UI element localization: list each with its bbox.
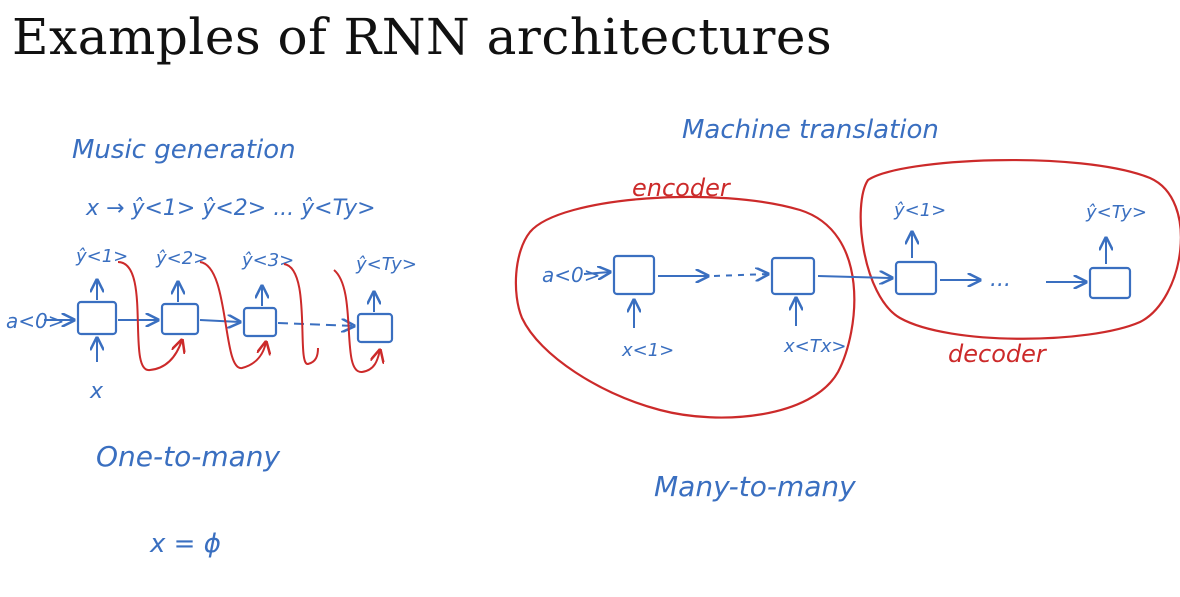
music-generation-heading: Music generation bbox=[72, 135, 296, 165]
decoder-ellipsis: ... bbox=[990, 267, 1011, 292]
feedback-curve bbox=[283, 263, 319, 366]
output-label: ŷ<3> bbox=[241, 250, 294, 271]
recurrent-arrow bbox=[713, 274, 768, 276]
output-label: ŷ<Ty> bbox=[355, 254, 417, 275]
recurrent-arrow bbox=[199, 320, 240, 322]
feedback-curve bbox=[333, 269, 380, 374]
decoder-boundary bbox=[859, 158, 1180, 340]
initial-activation-arrow bbox=[583, 272, 610, 274]
translation-initial-activation: a<0> bbox=[542, 263, 601, 287]
rnn-cell bbox=[356, 312, 394, 344]
x-equals-null-note: x = ϕ bbox=[149, 529, 221, 559]
output-label: ŷ<2> bbox=[155, 248, 208, 269]
one-to-many-caption: One-to-many bbox=[96, 440, 281, 473]
encoder-to-decoder-arrow bbox=[817, 276, 892, 278]
encoder-cell bbox=[770, 256, 816, 296]
one-to-many-diagram: Music generation x → ŷ<1> ŷ<2> ... ŷ<Ty>… bbox=[6, 135, 417, 559]
output-label: ŷ<1> bbox=[75, 246, 128, 267]
feedback-curve bbox=[117, 261, 182, 371]
decoder-output-label: ŷ<Ty> bbox=[1085, 202, 1147, 223]
encoder-label: encoder bbox=[632, 174, 732, 202]
music-mapping-label: x → ŷ<1> ŷ<2> ... ŷ<Ty> bbox=[85, 196, 376, 221]
rnn-cell bbox=[76, 300, 118, 336]
decoder-cell bbox=[1088, 266, 1132, 300]
encoder-input-label: x<Tx> bbox=[783, 336, 846, 357]
encoder-boundary bbox=[514, 195, 856, 419]
feedback-curve bbox=[199, 261, 266, 369]
rnn-cell bbox=[160, 302, 200, 336]
slide-title: Examples of RNN architectures bbox=[12, 8, 833, 66]
input-x-label: x bbox=[89, 379, 104, 404]
recurrent-arrow bbox=[277, 323, 354, 326]
decoder-cell bbox=[894, 260, 938, 296]
decoder-label: decoder bbox=[948, 340, 1048, 368]
many-to-many-caption: Many-to-many bbox=[654, 470, 856, 503]
encoder-cell bbox=[612, 254, 656, 296]
machine-translation-heading: Machine translation bbox=[682, 115, 939, 145]
many-to-many-diagram: Machine translation encoder decoder a<0>… bbox=[514, 115, 1180, 503]
rnn-cell bbox=[242, 306, 278, 338]
decoder-output-label: ŷ<1> bbox=[893, 200, 946, 221]
encoder-input-label: x<1> bbox=[621, 340, 674, 361]
